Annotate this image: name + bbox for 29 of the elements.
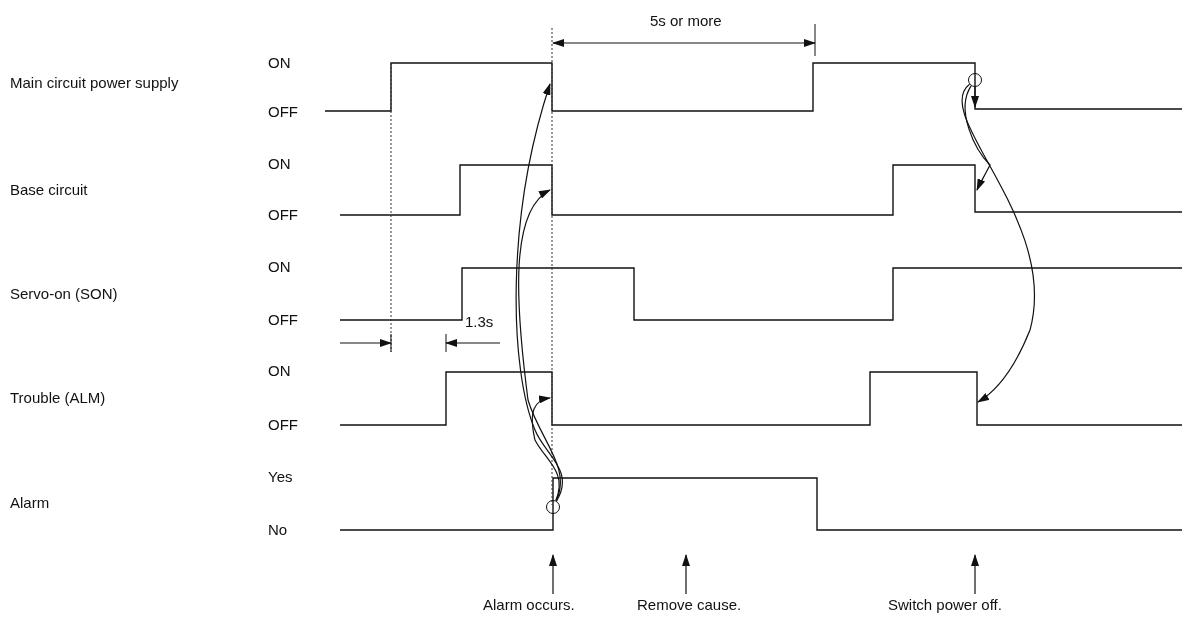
state-label: OFF: [268, 416, 298, 434]
event-label: Remove cause.: [637, 596, 742, 614]
state-label: ON: [268, 362, 291, 380]
signal-name: Servo-on (SON): [10, 285, 118, 303]
arrow: [531, 396, 560, 502]
arrow: [549, 554, 557, 595]
state-label: No: [268, 521, 288, 539]
arrow: [515, 83, 563, 502]
dimension-label: 1.3s: [465, 313, 494, 331]
signal-name: Base circuit: [10, 181, 88, 199]
state-label: OFF: [268, 206, 298, 224]
arrow: [971, 86, 979, 108]
arrow: [518, 189, 561, 502]
arrow: [961, 83, 1035, 403]
signal-name: Trouble (ALM): [10, 389, 106, 407]
event-label: Alarm occurs.: [483, 596, 575, 614]
state-label: ON: [268, 155, 291, 173]
dimension-label: 5s or more: [650, 12, 722, 30]
state-label: OFF: [268, 103, 298, 121]
state-label: ON: [268, 54, 291, 72]
state-label: OFF: [268, 311, 298, 329]
arrow: [971, 554, 979, 595]
state-label: Yes: [268, 468, 293, 486]
state-label: ON: [268, 258, 291, 276]
event-label: Switch power off.: [888, 596, 1002, 614]
arrow: [964, 85, 991, 191]
signal-name: Alarm: [10, 494, 50, 512]
signal-name: Main circuit power supply: [10, 74, 179, 92]
arrow: [682, 554, 690, 595]
